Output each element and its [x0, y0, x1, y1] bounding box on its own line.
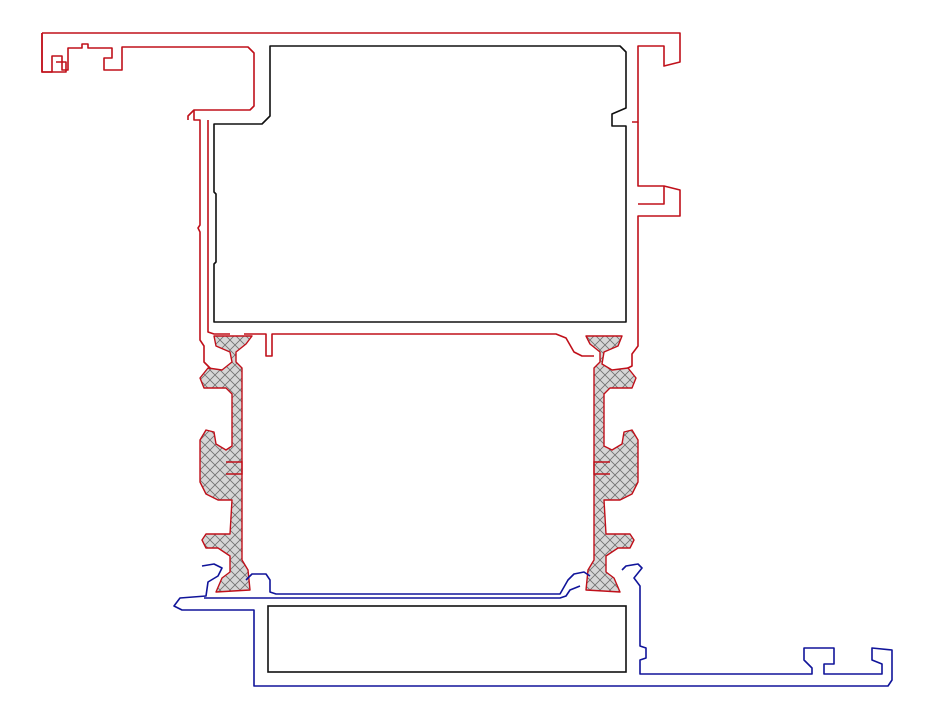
- bottom-profile-underside: [204, 585, 581, 599]
- top-flange: [41, 32, 681, 123]
- left-outer-wall: [193, 110, 220, 371]
- upper-chamber-outline: [213, 45, 627, 323]
- bottom-left-clip: [173, 563, 893, 687]
- top-left-hook: [41, 33, 67, 73]
- bottom-profile: [173, 563, 893, 687]
- thermal-break-right: [585, 335, 639, 593]
- thermal-break-right-nub: [593, 461, 610, 475]
- upper-chamber: [213, 45, 627, 323]
- thermal-break-left-nub: [226, 461, 243, 475]
- bottom-profile-top-chord: [245, 571, 591, 595]
- right-outer-wall: [616, 122, 681, 371]
- thermal-break-left-shape: [199, 335, 253, 593]
- lower-chamber: [267, 605, 627, 673]
- left-inner-wall: [207, 120, 230, 335]
- top-profile: [41, 32, 681, 371]
- lower-chamber-outline: [267, 605, 627, 673]
- right-clip-notch: [638, 186, 665, 205]
- upper-profile-bottom: [244, 333, 594, 357]
- thermal-break-left: [199, 335, 253, 593]
- thermal-break-right-shape: [585, 335, 639, 593]
